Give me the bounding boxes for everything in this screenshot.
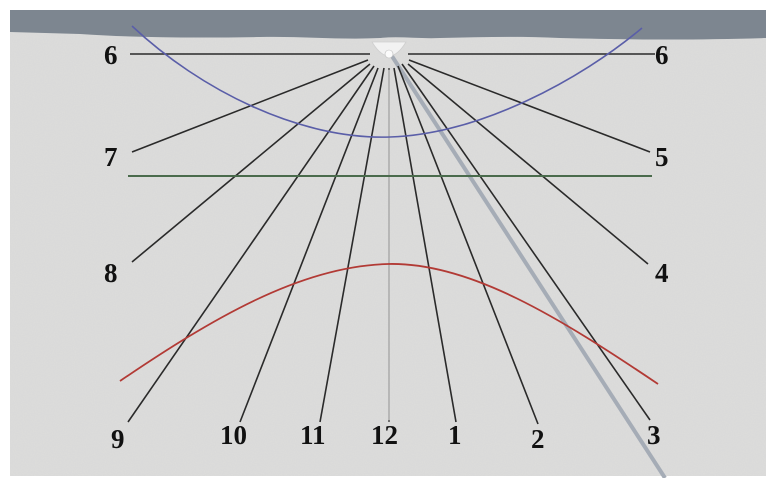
hour-label-6-right: 6 — [655, 40, 669, 70]
gnomon-base — [371, 41, 407, 59]
hour-line-2 — [397, 65, 539, 425]
hour-label-4: 4 — [655, 258, 669, 288]
hour-label-8: 8 — [104, 258, 118, 288]
hour-line-10 — [239, 67, 379, 423]
sky-band — [10, 10, 766, 40]
hour-line-1 — [393, 67, 457, 423]
hour-line-3 — [401, 63, 651, 421]
hour-label-7: 7 — [104, 142, 118, 172]
hour-line-8 — [131, 63, 371, 263]
winter-solstice-curve — [131, 25, 643, 138]
hour-line-11 — [319, 67, 385, 423]
gnomon-shadow — [386, 48, 667, 478]
hour-label-12: 12 — [371, 420, 398, 450]
hour-line-5 — [408, 59, 651, 153]
hour-label-11: 11 — [300, 420, 326, 450]
hour-label-10: 10 — [220, 420, 247, 450]
hour-label-9: 9 — [111, 424, 125, 454]
hour-label-3: 3 — [647, 420, 661, 450]
hour-label-6-left: 6 — [104, 40, 118, 70]
hour-label-2: 2 — [531, 424, 545, 454]
summer-solstice-curve — [119, 263, 659, 385]
hour-label-5: 5 — [655, 142, 669, 172]
hour-line-9 — [127, 65, 375, 423]
hour-line-4 — [407, 63, 649, 265]
wall-texture — [10, 10, 766, 476]
hour-label-1: 1 — [448, 420, 462, 450]
